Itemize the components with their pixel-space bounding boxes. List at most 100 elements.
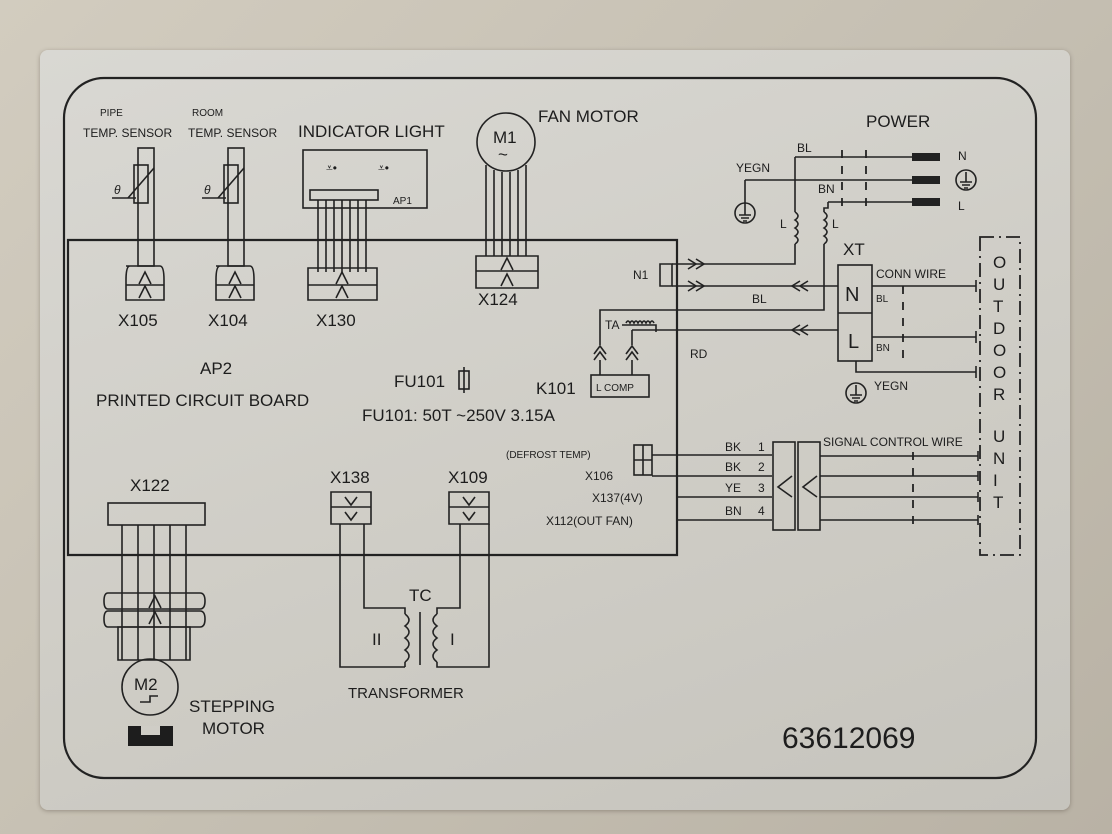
relay-section: N1 BL TA RD L COMP K101 [536, 258, 838, 398]
connector-arrow-icon [335, 270, 349, 299]
room-temp-sensor: ROOM TEMP. SENSOR θ X104 [188, 108, 277, 330]
current-transformer-icon [625, 320, 655, 325]
connector-x106: X106 [585, 469, 613, 483]
wire-color: YE [725, 481, 741, 495]
fuse-spec: FU101: 50T ~250V 3.15A [362, 406, 556, 425]
fan-motor-title: FAN MOTOR [538, 107, 639, 126]
relay-wire-rd: RD [690, 347, 708, 361]
conn-wire-label: CONN WIRE [876, 267, 946, 281]
power-wire-bl: BL [797, 141, 812, 155]
thermistor-symbol: θ [204, 183, 211, 197]
ta-label: TA [605, 318, 619, 332]
outdoor-unit-letter: D [993, 319, 1005, 338]
connector-x130: X130 [316, 311, 356, 330]
ground-icon [734, 202, 756, 224]
stepping-motor-title-2: MOTOR [202, 719, 265, 738]
connector-x104: X104 [208, 311, 248, 330]
conn-wire-bl: BL [876, 294, 889, 305]
l-comp-label: L COMP [596, 383, 634, 394]
connector-arrow-icon [344, 496, 358, 522]
connector-arrow-icon [462, 496, 476, 522]
indicator-light: INDICATOR LIGHT ⩡• ⩡• AP1 X130 [298, 122, 445, 330]
power-wire-bn: BN [818, 182, 835, 196]
connector-arrow-icon [500, 256, 514, 287]
outdoor-unit-letter: U [993, 427, 1005, 446]
power-ground-label: YEGN [736, 161, 770, 175]
outdoor-unit-letter: O [993, 341, 1006, 360]
outdoor-unit-letter: O [993, 253, 1006, 272]
defrost-temp-label: (DEFROST TEMP) [506, 450, 591, 461]
relay-wire-bl: BL [752, 292, 767, 306]
connector-n1: N1 [633, 268, 649, 282]
wiring-label-card [40, 50, 1070, 810]
xt-ground-label: YEGN [874, 379, 908, 393]
diagram-border [62, 76, 1038, 780]
led-icon: ⩡• [378, 161, 389, 175]
ac-symbol-icon: ~ [498, 145, 508, 164]
power-input: POWER BL YEGN BN N L L [599, 112, 977, 345]
wire-number: 3 [758, 481, 765, 495]
room-sensor-title-2: TEMP. SENSOR [188, 126, 277, 140]
inductor-icon [793, 211, 799, 245]
room-sensor-title-1: ROOM [192, 108, 223, 119]
xt-terminal-l: L [848, 331, 859, 353]
plug-arrow-icon [790, 280, 809, 292]
winding-secondary-icon [403, 613, 410, 663]
connector-arrow-icon [138, 270, 152, 299]
power-terminal-l: L [958, 199, 965, 213]
connector-arrow-icon [148, 594, 162, 625]
pipe-sensor-title-1: PIPE [100, 108, 123, 119]
board-id: AP2 [200, 359, 232, 378]
winding-primary-label: I [450, 630, 455, 649]
ap1-label: AP1 [393, 196, 412, 207]
outdoor-unit-letter: R [993, 385, 1005, 404]
plug-arrow-icon [790, 324, 809, 336]
step-symbol-icon [140, 695, 158, 703]
led-icon: ⩡• [326, 161, 337, 175]
relay-k101: K101 [536, 379, 576, 398]
part-number: 63612069 [782, 722, 915, 755]
ground-icon [845, 382, 867, 404]
fan-motor: M1 ~ FAN MOTOR X124 [475, 107, 639, 309]
winding-secondary-label: II [372, 630, 381, 649]
indicator-light-title: INDICATOR LIGHT [298, 122, 445, 141]
connector-arrow-icon [228, 270, 242, 299]
signal-socket-icon [797, 441, 821, 531]
inductor-icon [822, 211, 828, 245]
stepping-motor-title-1: STEPPING [189, 697, 275, 716]
inductor-label: L [780, 217, 787, 231]
winding-primary-icon [432, 613, 439, 663]
transformer-id: TC [409, 586, 432, 605]
ground-terminal-icon [955, 169, 977, 191]
plug-arrow-icon [687, 280, 706, 292]
wire-number: 4 [758, 504, 765, 518]
power-terminal-n: N [958, 149, 967, 163]
outdoor-unit-letter: U [993, 275, 1005, 294]
signal-control-wire-title: SIGNAL CONTROL WIRE [823, 435, 963, 449]
wire-color: BN [725, 504, 742, 518]
pcb-outline [66, 238, 679, 557]
connector-x105: X105 [118, 311, 158, 330]
plug-arrow-icon [687, 258, 706, 270]
pcb-labels: AP2 PRINTED CIRCUIT BOARD FU101 FU101: 5… [96, 359, 556, 425]
transformer-title: TRANSFORMER [348, 685, 464, 702]
inductor-label: L [832, 217, 839, 231]
connector-x137: X137(4V) [592, 491, 643, 505]
wire-color: BK [725, 460, 741, 474]
wire-color: BK [725, 440, 741, 454]
signal-plug-icon [772, 441, 796, 531]
outdoor-unit-box [979, 236, 1021, 556]
outdoor-unit-letter: O [993, 363, 1006, 382]
pipe-sensor-title-2: TEMP. SENSOR [83, 126, 172, 140]
thermistor-symbol: θ [114, 183, 121, 197]
connector-x124: X124 [478, 290, 518, 309]
transformer: X138 X109 TC II I TRANSFORMER [330, 468, 490, 702]
board-name: PRINTED CIRCUIT BOARD [96, 391, 309, 410]
xt-label: XT [843, 240, 865, 259]
pipe-temp-sensor: PIPE TEMP. SENSOR θ X105 [83, 108, 172, 330]
connector-x122: X122 [130, 476, 170, 495]
outdoor-unit-letter: T [993, 297, 1003, 316]
